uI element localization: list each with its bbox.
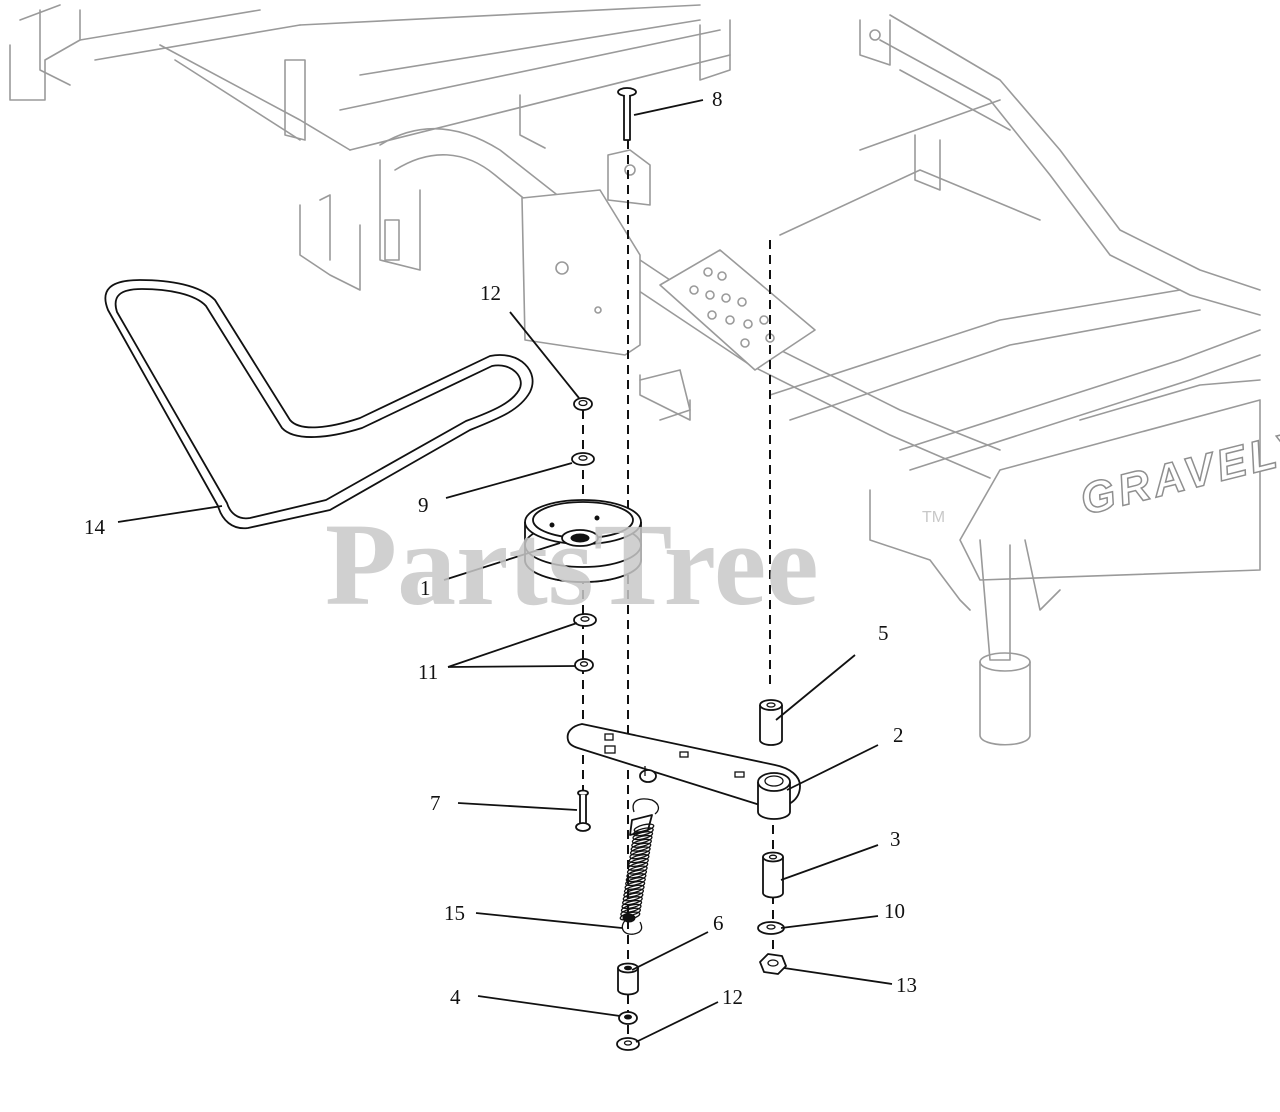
callout-12-top: 12 [480,281,501,305]
callout-8: 8 [712,87,723,111]
spring-coil [632,831,654,841]
callout-15: 15 [444,901,465,925]
pivot-bushing-2 [757,772,791,820]
spring-coil [630,842,652,852]
spring-coil [628,857,649,868]
callout-7: 7 [430,791,441,815]
spring-coil [625,873,647,883]
washer-4 [618,1011,638,1025]
plate-holes [689,267,775,348]
callout-3: 3 [890,827,901,851]
spring-coil [628,854,650,864]
idler-arm [566,723,801,809]
spring-coil [633,827,654,837]
spring-coil [633,823,655,833]
watermark-trademark: TM [922,509,945,526]
spring-coil [629,850,651,860]
idler-pulley [524,499,642,583]
callout-12-bottom: 12 [722,985,743,1009]
washer-11-upper [573,613,597,627]
callout-11: 11 [418,660,438,684]
spring-coil [626,865,648,875]
spring-coil [624,880,646,890]
spring-coil [623,884,645,894]
washer-9 [571,452,595,466]
spring-coil [627,861,649,871]
mower-frame: GRAVELY [9,4,1280,746]
spring-coil [622,892,644,902]
callout-2: 2 [893,723,904,747]
spring-coil [631,834,653,845]
bolt-7 [575,789,591,832]
callout-5: 5 [878,621,889,645]
spring-coil [620,903,642,913]
spring-coil [623,888,645,898]
callout-labels: 8 12 9 14 1 11 5 2 7 3 15 10 6 13 4 12 [84,87,917,1009]
callout-9: 9 [418,493,429,517]
spring-coil [626,869,648,879]
spacer-6 [617,962,639,996]
washer-12-top [573,397,593,411]
spring-coil [622,896,643,906]
callout-1: 1 [420,576,431,600]
spring-coil [625,876,646,887]
watermark: PartsTree TM [325,499,945,630]
watermark-text: PartsTree [325,499,819,630]
spring-coil [631,838,652,848]
callout-13: 13 [896,973,917,997]
callout-6: 6 [713,911,724,935]
washer-12-bottom [616,1037,640,1051]
bushing-3 [762,851,784,899]
spring-coil [629,846,651,856]
callout-4: 4 [450,985,461,1009]
callout-10: 10 [884,899,905,923]
leader-lines [117,99,893,1043]
belt [104,279,534,530]
bushing-5 [759,699,783,746]
washer-10 [757,921,785,935]
callout-14: 14 [84,515,106,539]
nut-13 [759,953,787,975]
washer-11-lower [574,658,594,672]
bolt-8 [617,87,637,141]
extension-spring [619,798,660,935]
spring-coil [621,899,643,910]
